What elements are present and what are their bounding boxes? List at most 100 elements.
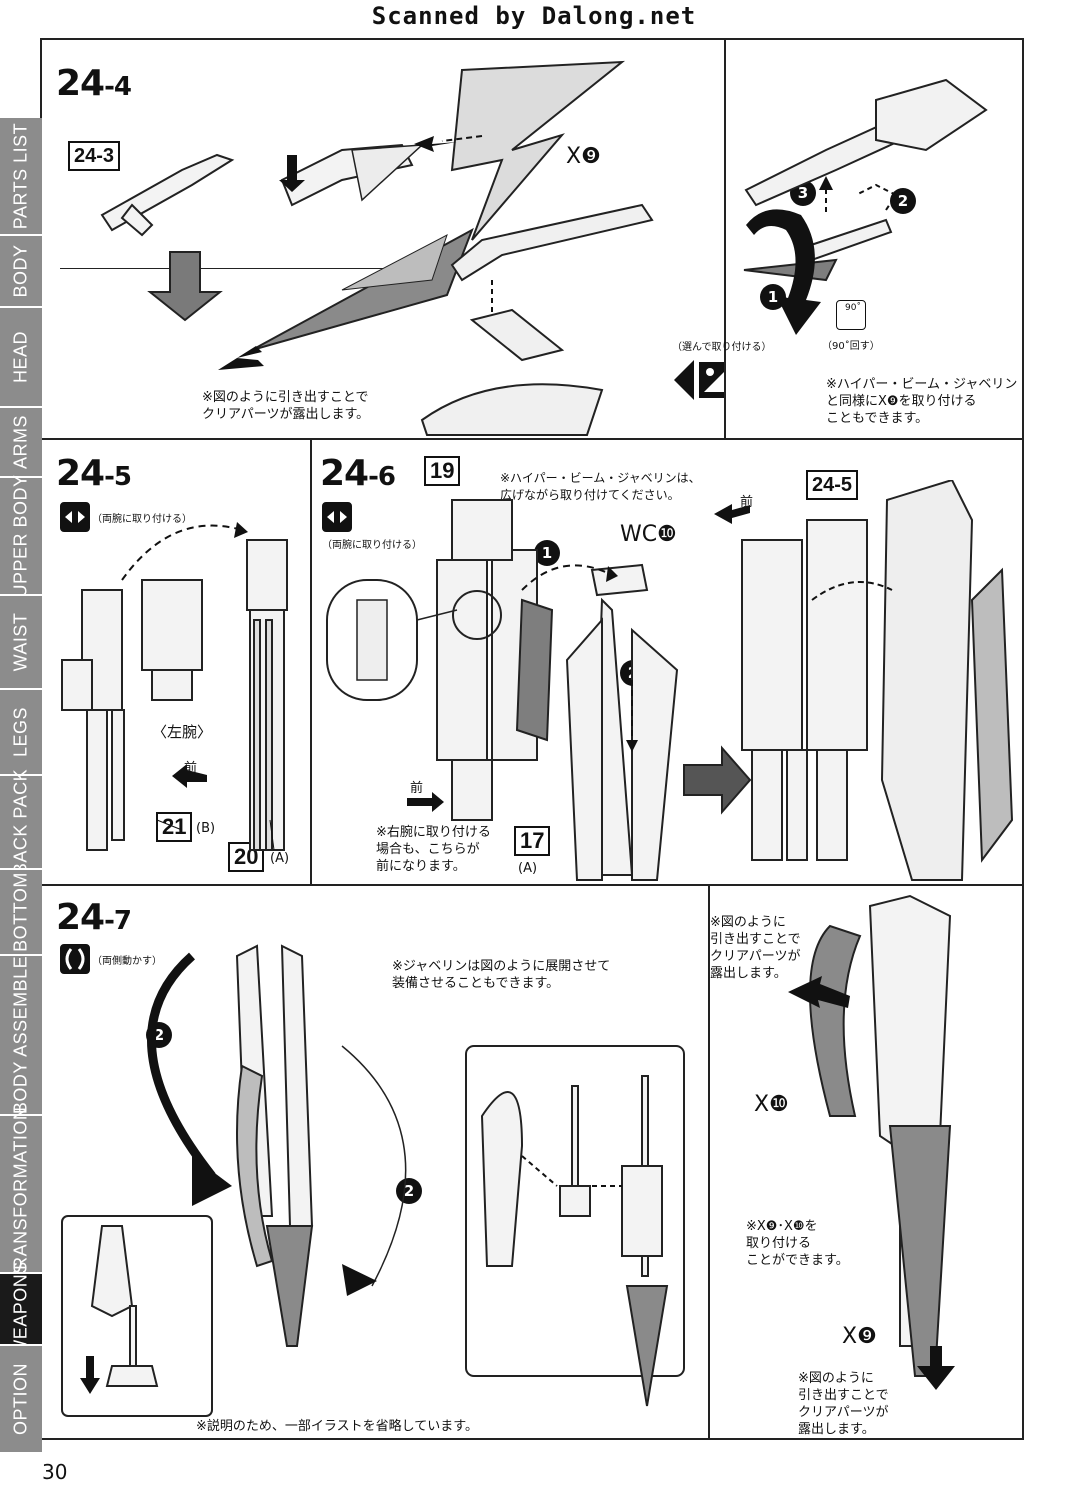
bottom-rule	[40, 1438, 1022, 1440]
sidebar-tab-label: LEGS	[10, 706, 31, 758]
part-21-sub: (B)	[196, 821, 216, 836]
sidebar-tab-body: BODY	[0, 236, 42, 308]
step-24-5-illustration	[61, 522, 288, 851]
sidebar-tab-back-pack: BACK PACK	[0, 769, 42, 875]
step-24-5-number: 24-5	[56, 453, 132, 494]
divider-row2	[40, 884, 1022, 886]
sidebar-tab-label: ARMS	[10, 414, 31, 470]
note-attach: ※X❾･X❿を 取り付ける ことができます。	[746, 1219, 849, 1268]
note-right-arm: ※右腕に取り付ける 場合も、こちらが 前になります。	[376, 825, 491, 874]
rotate-badge-text: 90˚	[845, 303, 861, 313]
sidebar-tab-arms: ARMS	[0, 408, 42, 478]
step-sub: -5	[104, 462, 132, 492]
step-sub: -7	[104, 906, 132, 936]
both-arms-label-245: （両腕に取り付ける）	[92, 514, 192, 525]
step-circle-2: 2	[890, 188, 916, 214]
part-17: 17	[514, 826, 551, 856]
step-24-7-number: 24-7	[56, 897, 132, 938]
both-arms-glyph	[327, 511, 347, 523]
step-24-6-number: 24-6	[320, 453, 396, 494]
note-expand: ※ジャベリンは図のように展開させて 装備させることもできます。	[392, 959, 611, 991]
step-24-4-number: 24-4	[56, 63, 132, 104]
step-24-4-right-illustration	[743, 78, 988, 335]
divider-247	[708, 884, 710, 1440]
part-x9-bottom: X❾	[842, 1324, 877, 1349]
part-17-sub: (A)	[518, 861, 538, 876]
divider-244	[724, 38, 726, 438]
rotate-label: （90˚回す）	[822, 341, 880, 352]
divider-245	[310, 438, 312, 884]
left-arm-label: 〈左腕〉	[152, 723, 213, 741]
sidebar-tab-label: WAIST	[10, 612, 31, 672]
circle-text: 1	[541, 544, 553, 562]
watermark: Scanned by Dalong.net	[371, 2, 697, 30]
step-main: 24	[320, 453, 369, 494]
step-24-4-illustration	[100, 60, 724, 436]
note-alt-244: ※ハイパー・ビーム・ジャベリン と同様にX❾を取り付ける こともできます。	[826, 377, 1018, 426]
sidebar-tab-parts-list: PARTS LIST	[0, 118, 42, 236]
circle-text: 2	[153, 1026, 165, 1044]
sidebar-tab-body-assemble: BODY ASSEMBLE	[0, 956, 42, 1116]
sidebar-tab-label: OPTION	[10, 1362, 31, 1436]
both-arms-glyph	[65, 511, 85, 523]
sidebar-tab-label: BODY	[10, 244, 31, 298]
both-sides-glyph	[65, 948, 85, 970]
step-circle-1-246: 1	[534, 540, 560, 566]
step-24-7-right-illustration	[788, 894, 955, 1390]
sidebar-tab-label: BODY ASSEMBLE	[10, 955, 31, 1115]
both-arms-icon	[60, 502, 90, 532]
note-spread: ※ハイパー・ビーム・ジャベリンは、 広げながら取り付けてください。	[500, 471, 701, 502]
note-omit: ※説明のため、一部イラストを省略しています。	[196, 1419, 478, 1434]
step-sub: -4	[104, 72, 132, 102]
sidebar-tab-legs: LEGS	[0, 690, 42, 776]
front-label-246: 前	[410, 781, 424, 796]
both-arms-icon-246	[322, 502, 352, 532]
note-clear-top: ※図のように 引き出すことで クリアパーツが 露出します。	[710, 915, 801, 981]
rotate-90-icon: 90˚	[836, 300, 866, 330]
sidebar-tab-head: HEAD	[0, 308, 42, 408]
sidebar-tab-option: OPTION	[0, 1346, 42, 1454]
part-num: 17	[520, 828, 545, 853]
part-20-sub: (A)	[270, 851, 290, 866]
sidebar-tab-upper-body: UPPER BODY	[0, 474, 42, 598]
sidebar-tab-label: WEAPONS	[10, 1261, 31, 1357]
part-19: 19	[424, 456, 461, 486]
sidebar-tab-bottom: BOTTOM	[0, 870, 42, 956]
sidebar-tab-waist: WAIST	[0, 596, 42, 690]
both-arms-label-246: （両腕に取り付ける）	[322, 540, 422, 551]
part-x10: X❿	[754, 1092, 789, 1117]
note-clear-244: ※図のように引き出すことで クリアパーツが露出します。	[202, 390, 370, 422]
step-circle-2b-247: 2	[396, 1178, 422, 1204]
both-sides-icon	[60, 944, 90, 974]
page-number: 30	[42, 1460, 68, 1484]
step-24-7-illustration	[61, 944, 685, 1417]
sidebar-tab-label: UPPER BODY	[10, 474, 31, 598]
step-main: 24	[56, 453, 105, 494]
note-clear-bottom: ※図のように 引き出すことで クリアパーツが 露出します。	[798, 1371, 889, 1437]
part-wc10: WC❿	[620, 522, 677, 547]
step-24-6-illustration	[326, 480, 1014, 881]
circle-text: 2	[897, 192, 909, 210]
sidebar-tab-label: PARTS LIST	[10, 122, 31, 230]
divider-flow	[60, 268, 420, 269]
sidebar-tab-weapons: WEAPONS	[0, 1261, 42, 1357]
both-sides-label: （両側動かす）	[92, 956, 162, 967]
sidebar-tab-label: TRANSFORMATION	[10, 1106, 31, 1282]
ref-24-5: 24-5	[806, 470, 859, 500]
circle-text: 2	[403, 1182, 415, 1200]
part-x9: X❾	[566, 144, 601, 169]
ref-text: 24-3	[74, 145, 115, 167]
choose-label: （選んで取り付ける）	[672, 342, 772, 353]
sidebar-tab-label: BACK PACK	[10, 768, 31, 876]
circle-text: 1	[767, 288, 779, 306]
sidebar-tab-label: HEAD	[10, 330, 31, 384]
circle-text: 3	[797, 184, 809, 202]
divider-row1	[40, 438, 1022, 440]
ref-text: 24-5	[812, 474, 853, 496]
step-sub: -6	[368, 462, 396, 492]
part-num: 19	[430, 458, 455, 483]
step-main: 24	[56, 63, 105, 104]
section-sidebar: PARTS LIST BODY HEAD ARMS UPPER BODY WAIST LEG…	[0, 118, 42, 1454]
sidebar-tab-transformation: TRANSFORMATION	[0, 1107, 42, 1281]
step-main: 24	[56, 897, 105, 938]
